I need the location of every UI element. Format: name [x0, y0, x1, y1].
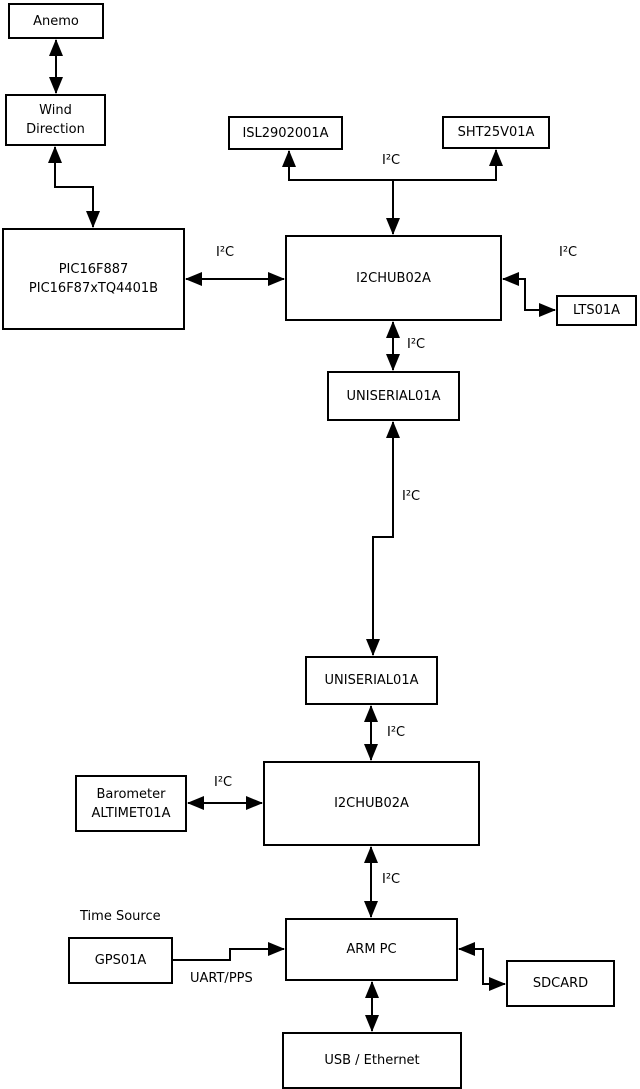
edge-label-i2c-uniserial-hub2: I²C [387, 725, 406, 740]
node-pic16f887-label-line1: PIC16F887 [58, 262, 129, 277]
edge-gps-armpc [173, 942, 285, 961]
edge-label-i2c-hub2-armpc: I²C [382, 872, 401, 887]
node-anemo: Anemo [8, 3, 104, 39]
node-uniserial-lower-label: UNISERIAL01A [324, 673, 419, 688]
node-uniserial-upper: UNISERIAL01A [327, 371, 460, 421]
node-wind-direction-label-line2: Direction [26, 122, 85, 137]
edge-label-i2c-uniserial-link: I²C [402, 489, 421, 504]
edge-label-i2c-pic-hub: I²C [216, 245, 235, 260]
node-wind-direction-label-line1: Wind [39, 103, 72, 118]
edge-i2chub-lts [502, 272, 556, 317]
node-sht25v01a: SHT25V01A [442, 116, 550, 149]
node-lts01a-label: LTS01A [572, 303, 621, 318]
node-isl2902001a-label: ISL2902001A [242, 125, 329, 141]
node-sht25v01a-label: SHT25V01A [457, 125, 535, 140]
node-i2chub-lower-label: I2CHUB02A [334, 796, 409, 811]
edge-label-i2c-barometer-hub2: I²C [214, 775, 233, 790]
edge-label-time-source: Time Source [80, 909, 161, 924]
node-barometer-label-line2: ALTIMET01A [91, 805, 171, 821]
node-lts01a: LTS01A [556, 295, 637, 326]
edge-wind-pic [48, 146, 100, 228]
node-pic16f887: PIC16F887 PIC16F87xTQ4401B [2, 228, 185, 330]
node-arm-pc: ARM PC [285, 918, 458, 981]
node-gps01a: GPS01A [68, 937, 173, 984]
node-arm-pc-label: ARM PC [346, 942, 397, 957]
node-sdcard-label: SDCARD [532, 976, 589, 991]
node-uniserial-lower: UNISERIAL01A [305, 656, 438, 705]
node-isl2902001a: ISL2902001A [228, 116, 343, 150]
edge-label-i2c-hub-uniserial: I²C [407, 337, 426, 352]
node-barometer-label-line1: Barometer [96, 786, 166, 802]
node-pic16f887-label-line2: PIC16F87xTQ4401B [28, 281, 159, 296]
edge-label-i2c-sensors-branch: I²C [382, 153, 401, 168]
node-i2chub-upper: I2CHUB02A [285, 235, 502, 321]
node-gps01a-label: GPS01A [94, 953, 147, 968]
node-sdcard: SDCARD [506, 960, 615, 1007]
edge-label-i2c-hub-lts: I²C [559, 245, 578, 260]
node-barometer: Barometer ALTIMET01A [75, 775, 187, 832]
node-i2chub-upper-label: I2CHUB02A [356, 270, 431, 286]
node-wind-direction: Wind Direction [5, 94, 106, 146]
node-anemo-label: Anemo [33, 13, 79, 29]
edge-armpc-sdcard [458, 942, 506, 991]
edge-label-uart-pps: UART/PPS [190, 971, 253, 986]
node-usb-ethernet-label: USB / Ethernet [324, 1053, 420, 1068]
node-usb-ethernet: USB / Ethernet [282, 1032, 462, 1089]
edge-uniserial-uniserial [366, 421, 400, 656]
node-i2chub-lower: I2CHUB02A [263, 761, 480, 846]
node-uniserial-upper-label: UNISERIAL01A [346, 388, 441, 404]
